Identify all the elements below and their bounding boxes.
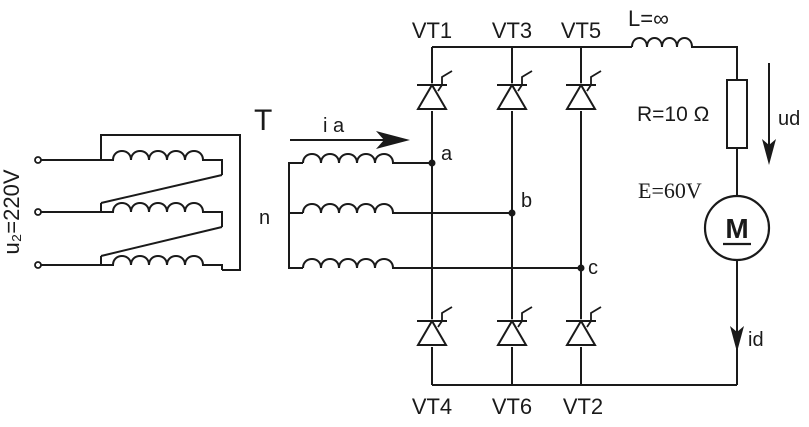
inductor-label: L=∞ <box>628 6 669 31</box>
emf-label: E=60V <box>638 178 702 203</box>
vt5-label: VT5 <box>561 18 601 43</box>
node-b-dot <box>508 209 516 217</box>
thyristor-vt4 <box>415 306 453 348</box>
thyristor-vt2 <box>564 306 602 348</box>
secondary-coil-c <box>302 258 581 269</box>
primary-voltage-label: u₂=220V <box>0 169 24 254</box>
primary-winding <box>100 134 241 271</box>
node-b-label: b <box>521 190 532 212</box>
resistor <box>726 79 748 149</box>
smoothing-inductor <box>631 37 738 80</box>
vt4-label: VT4 <box>412 394 452 419</box>
primary-terminals <box>34 156 101 269</box>
terminal-1 <box>34 156 42 164</box>
voltage-arrow <box>762 63 776 165</box>
current-arrow <box>730 326 744 352</box>
secondary-winding <box>288 153 581 269</box>
terminal-2 <box>34 208 42 216</box>
current-label: id <box>748 329 764 351</box>
thyristor-vt3 <box>495 70 533 112</box>
vt3-label: VT3 <box>492 18 532 43</box>
primary-coil-2 <box>101 202 223 227</box>
primary-coil-3 <box>101 255 223 270</box>
neutral-label: n <box>259 207 270 229</box>
vt1-label: VT1 <box>412 18 452 43</box>
node-a-dot <box>428 159 436 167</box>
thyristor-vt1 <box>415 70 453 112</box>
transformer-label: T <box>254 104 272 137</box>
node-c-dot <box>577 264 585 272</box>
terminal-3 <box>34 261 42 269</box>
phase-current-label: i a <box>323 115 345 137</box>
vt6-label: VT6 <box>492 394 532 419</box>
secondary-coil-a <box>302 153 432 164</box>
thyristor-vt5 <box>564 70 602 112</box>
resistor-label: R=10 Ω <box>637 103 709 126</box>
voltage-label: ud <box>778 108 800 130</box>
vt2-label: VT2 <box>563 394 603 419</box>
phase-current-arrow <box>290 131 410 149</box>
node-a-label: a <box>441 143 453 165</box>
load-branch <box>631 37 771 385</box>
thyristor-vt6 <box>495 306 533 348</box>
secondary-coil-b <box>302 203 512 214</box>
primary-coil-1 <box>101 150 223 175</box>
motor-label: M <box>725 213 748 244</box>
node-c-label: c <box>588 257 598 279</box>
